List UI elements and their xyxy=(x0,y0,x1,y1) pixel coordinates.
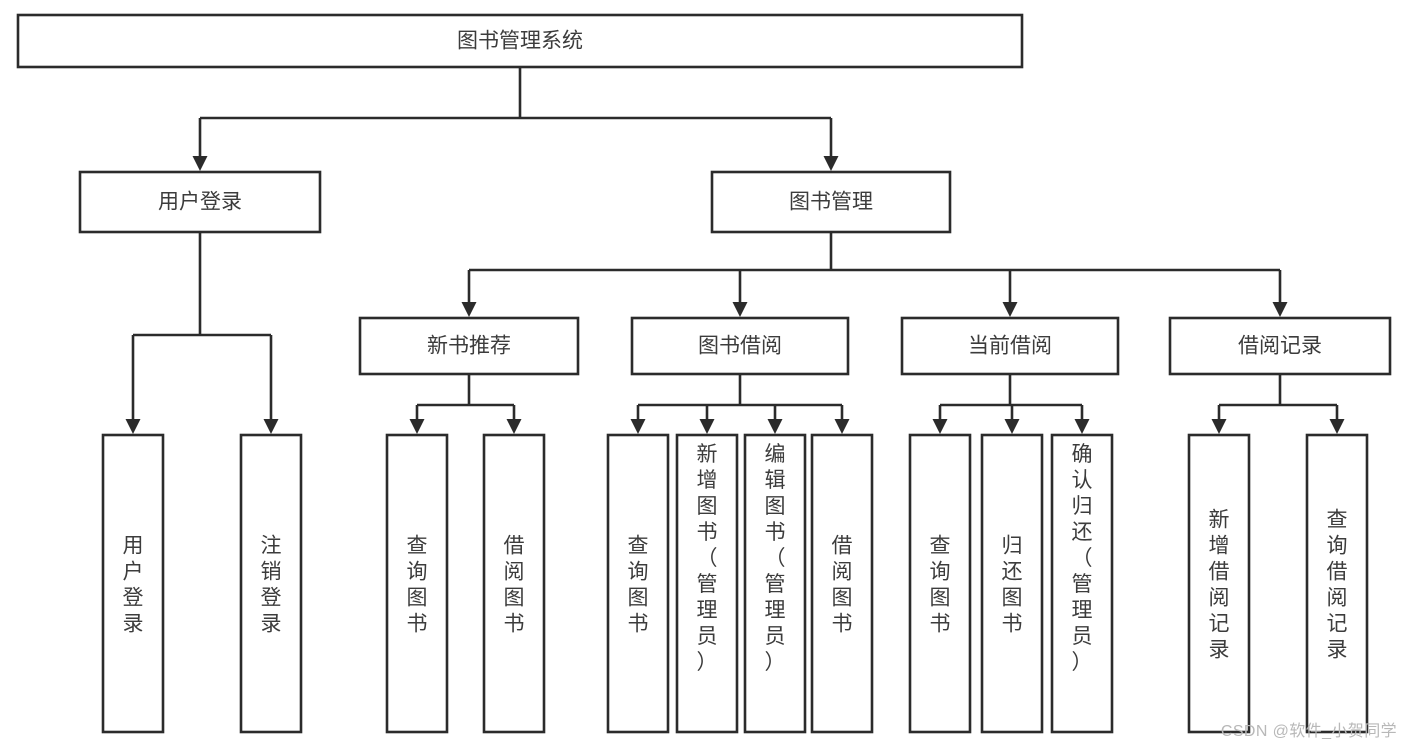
arrowhead-icon xyxy=(192,156,208,171)
node-leaf-user-login-box xyxy=(101,433,165,734)
node-leaf-return-book-label: 归还图书 xyxy=(1002,535,1023,636)
node-leaf-user-login[interactable]: 用户登录 xyxy=(101,433,165,734)
node-current-borrow-label: 当前借阅 xyxy=(968,335,1052,358)
node-leaf-borrow-book-rec-box xyxy=(482,433,546,734)
node-leaf-edit-book-admin[interactable]: 编辑图书（管理员） xyxy=(743,433,807,734)
node-leaf-logout-box xyxy=(239,433,303,734)
node-current-borrow-box xyxy=(900,316,1120,376)
node-user-login-label: 用户登录 xyxy=(158,191,242,214)
node-leaf-add-book-admin[interactable]: 新增图书（管理员） xyxy=(675,433,739,734)
node-leaf-add-book-admin-label: 新增图书（管理员） xyxy=(697,443,718,674)
arrowhead-icon xyxy=(699,419,715,434)
arrowhead-icon xyxy=(1004,419,1020,434)
node-leaf-add-record[interactable]: 新增借阅记录 xyxy=(1187,433,1251,734)
node-leaf-borrow-book-bb-label: 借阅图书 xyxy=(832,535,853,636)
arrowhead-icon xyxy=(732,302,748,317)
node-leaf-edit-book-admin-label: 编辑图书（管理员） xyxy=(765,443,786,674)
node-new-book-rec-box xyxy=(358,316,580,376)
node-book-borrow-label: 图书借阅 xyxy=(698,335,782,358)
node-leaf-query-book-rec-box xyxy=(385,433,449,734)
node-leaf-add-record-box xyxy=(1187,433,1251,734)
node-leaf-query-book-bb-label: 查询图书 xyxy=(628,535,649,636)
node-book-manage-label: 图书管理 xyxy=(789,191,873,214)
node-leaf-borrow-book-rec-label: 借阅图书 xyxy=(504,535,525,636)
arrowhead-icon xyxy=(409,419,425,434)
arrowhead-icon xyxy=(1211,419,1227,434)
node-layer: 图书管理系统用户登录图书管理新书推荐图书借阅当前借阅借阅记录用户登录注销登录查询… xyxy=(16,13,1392,734)
arrowhead-icon xyxy=(125,419,141,434)
node-leaf-query-book-rec-label: 查询图书 xyxy=(407,535,428,636)
node-new-book-rec[interactable]: 新书推荐 xyxy=(358,316,580,376)
node-leaf-logout-label: 注销登录 xyxy=(261,535,282,636)
node-borrow-record-box xyxy=(1168,316,1392,376)
arrowhead-icon xyxy=(767,419,783,434)
arrowhead-icon xyxy=(1272,302,1288,317)
arrowhead-icon xyxy=(823,156,839,171)
node-leaf-query-book-rec[interactable]: 查询图书 xyxy=(385,433,449,734)
node-borrow-record[interactable]: 借阅记录 xyxy=(1168,316,1392,376)
arrowhead-icon xyxy=(1329,419,1345,434)
node-leaf-query-book-bb-box xyxy=(606,433,670,734)
arrowhead-icon xyxy=(834,419,850,434)
arrowhead-icon xyxy=(630,419,646,434)
arrowhead-icon xyxy=(506,419,522,434)
node-leaf-query-record-box xyxy=(1305,433,1369,734)
arrowhead-icon xyxy=(1074,419,1090,434)
node-current-borrow[interactable]: 当前借阅 xyxy=(900,316,1120,376)
connector-layer xyxy=(125,67,1345,434)
node-leaf-query-book-cb-box xyxy=(908,433,972,734)
node-borrow-record-label: 借阅记录 xyxy=(1238,335,1322,358)
node-leaf-borrow-book-bb[interactable]: 借阅图书 xyxy=(810,433,874,734)
node-user-login[interactable]: 用户登录 xyxy=(78,170,322,234)
arrowhead-icon xyxy=(1002,302,1018,317)
node-user-login-box xyxy=(78,170,322,234)
node-new-book-rec-label: 新书推荐 xyxy=(427,335,511,358)
node-leaf-confirm-return[interactable]: 确认归还（管理员） xyxy=(1050,433,1114,734)
csdn-watermark: CSDN @软件_小贺同学 xyxy=(1220,723,1397,740)
node-book-manage[interactable]: 图书管理 xyxy=(710,170,952,234)
node-leaf-borrow-book-bb-box xyxy=(810,433,874,734)
node-leaf-query-book-cb[interactable]: 查询图书 xyxy=(908,433,972,734)
node-leaf-edit-book-admin-box xyxy=(743,433,807,734)
arrowhead-icon xyxy=(263,419,279,434)
node-leaf-add-book-admin-box xyxy=(675,433,739,734)
arrowhead-icon xyxy=(461,302,477,317)
node-leaf-confirm-return-box xyxy=(1050,433,1114,734)
node-leaf-query-record-label: 查询借阅记录 xyxy=(1327,509,1348,662)
node-root-system-label: 图书管理系统 xyxy=(457,30,583,53)
node-leaf-user-login-label: 用户登录 xyxy=(123,535,144,636)
node-root-system[interactable]: 图书管理系统 xyxy=(16,13,1024,69)
node-leaf-query-record[interactable]: 查询借阅记录 xyxy=(1305,433,1369,734)
node-book-manage-box xyxy=(710,170,952,234)
node-leaf-add-record-label: 新增借阅记录 xyxy=(1209,509,1230,662)
node-root-system-box xyxy=(16,13,1024,69)
node-leaf-query-book-bb[interactable]: 查询图书 xyxy=(606,433,670,734)
node-book-borrow[interactable]: 图书借阅 xyxy=(630,316,850,376)
arrowhead-icon xyxy=(932,419,948,434)
node-leaf-return-book-box xyxy=(980,433,1044,734)
node-leaf-logout[interactable]: 注销登录 xyxy=(239,433,303,734)
node-leaf-query-book-cb-label: 查询图书 xyxy=(930,535,951,636)
node-leaf-borrow-book-rec[interactable]: 借阅图书 xyxy=(482,433,546,734)
node-book-borrow-box xyxy=(630,316,850,376)
node-leaf-return-book[interactable]: 归还图书 xyxy=(980,433,1044,734)
node-leaf-confirm-return-label: 确认归还（管理员） xyxy=(1072,443,1093,674)
